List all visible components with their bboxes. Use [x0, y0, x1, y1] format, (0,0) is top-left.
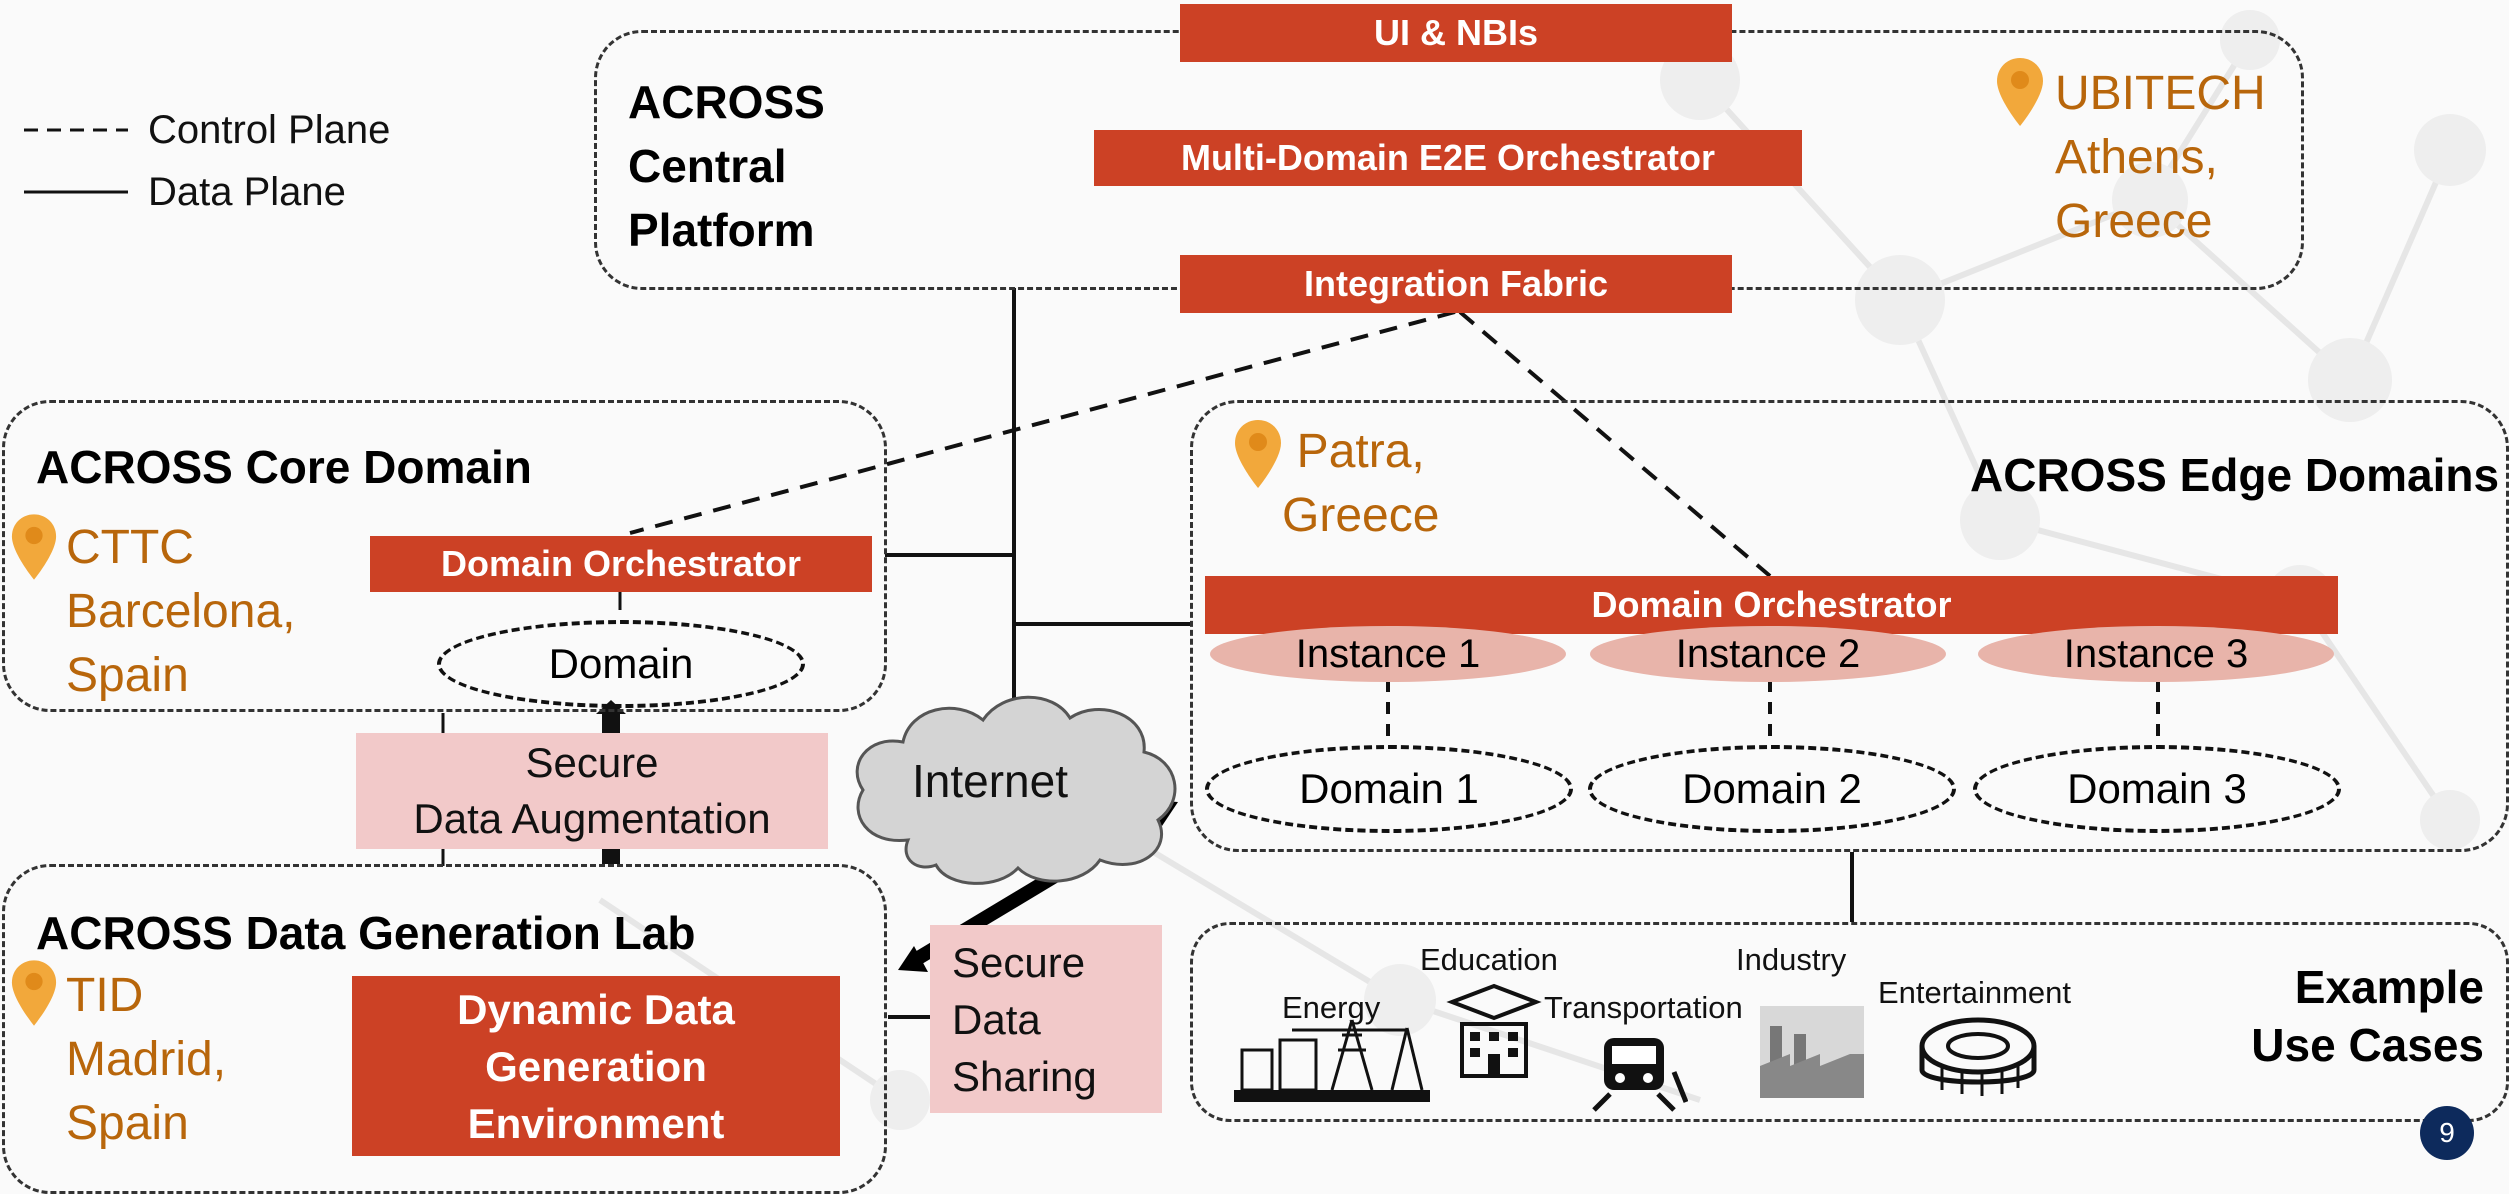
- edge-domains-title: ACROSS Edge Domains: [1970, 449, 2500, 501]
- legend-lines: [24, 128, 128, 194]
- edge-location: Patra, Greece: [1282, 425, 1440, 542]
- instance-3[interactable]: Instance 3: [1978, 626, 2334, 682]
- edge-domain-3[interactable]: Domain 3: [1973, 745, 2341, 833]
- transportation-label: Transportation: [1544, 990, 1743, 1025]
- location-pin-icon: [11, 960, 57, 1026]
- industry-icon: [1760, 1006, 1864, 1098]
- core-domain-title: ACROSS Core Domain: [36, 441, 532, 493]
- energy-icon: [1234, 1019, 1430, 1102]
- integration-fabric-bar[interactable]: Integration Fabric: [1180, 255, 1732, 313]
- core-domain-box: [2, 400, 887, 712]
- page-number-badge: 9: [2420, 1106, 2474, 1160]
- industry-label: Industry: [1736, 942, 1847, 977]
- legend-data-plane: Data Plane: [148, 170, 346, 214]
- core-location: CTTC Barcelona, Spain: [66, 521, 296, 702]
- use-cases-title: Example Use Cases: [2251, 961, 2484, 1071]
- location-pin-icon: [1997, 58, 2043, 126]
- edge-domain-orchestrator-bar[interactable]: Domain Orchestrator: [1205, 576, 2338, 634]
- central-platform-title: ACROSS Central Platform: [628, 76, 825, 256]
- secure-data-sharing-box: Secure Data Sharing: [930, 925, 1162, 1113]
- ui-nbis-bar[interactable]: UI & NBIs: [1180, 4, 1732, 62]
- location-pin-icon: [1235, 420, 1281, 488]
- legend-control-plane: Control Plane: [148, 108, 391, 152]
- lab-location: TID Madrid, Spain: [66, 969, 227, 1150]
- page-number: 9: [2439, 1117, 2455, 1148]
- edge-domain-2[interactable]: Domain 2: [1588, 745, 1956, 833]
- use-cases-box: [1190, 922, 2509, 1122]
- data-generation-lab-title: ACROSS Data Generation Lab: [36, 907, 696, 959]
- instance-2[interactable]: Instance 2: [1590, 626, 1946, 682]
- internet-label: Internet: [912, 755, 1068, 807]
- instance-1[interactable]: Instance 1: [1210, 626, 1566, 682]
- multi-domain-orchestrator-bar[interactable]: Multi-Domain E2E Orchestrator: [1094, 130, 1802, 186]
- entertainment-label: Entertainment: [1878, 975, 2071, 1010]
- core-domain-orchestrator-bar[interactable]: Domain Orchestrator: [370, 536, 872, 592]
- core-domain-ellipse[interactable]: Domain: [437, 620, 805, 708]
- edge-domain-1[interactable]: Domain 1: [1205, 745, 1573, 833]
- transportation-icon: [1592, 1038, 1688, 1112]
- dynamic-data-generation-environment[interactable]: Dynamic Data Generation Environment: [352, 976, 840, 1156]
- edge-domains-box: [1190, 400, 2509, 852]
- energy-label: Energy: [1282, 990, 1381, 1025]
- internet-cloud-icon: [855, 695, 1177, 885]
- education-icon: [1446, 983, 1542, 1078]
- entertainment-stadium-icon: [1919, 1017, 2037, 1096]
- central-location: UBITECH Athens, Greece: [2055, 67, 2266, 248]
- secure-data-augmentation-box: Secure Data Augmentation: [356, 733, 828, 849]
- education-label: Education: [1420, 942, 1558, 977]
- location-pin-icon: [11, 514, 57, 580]
